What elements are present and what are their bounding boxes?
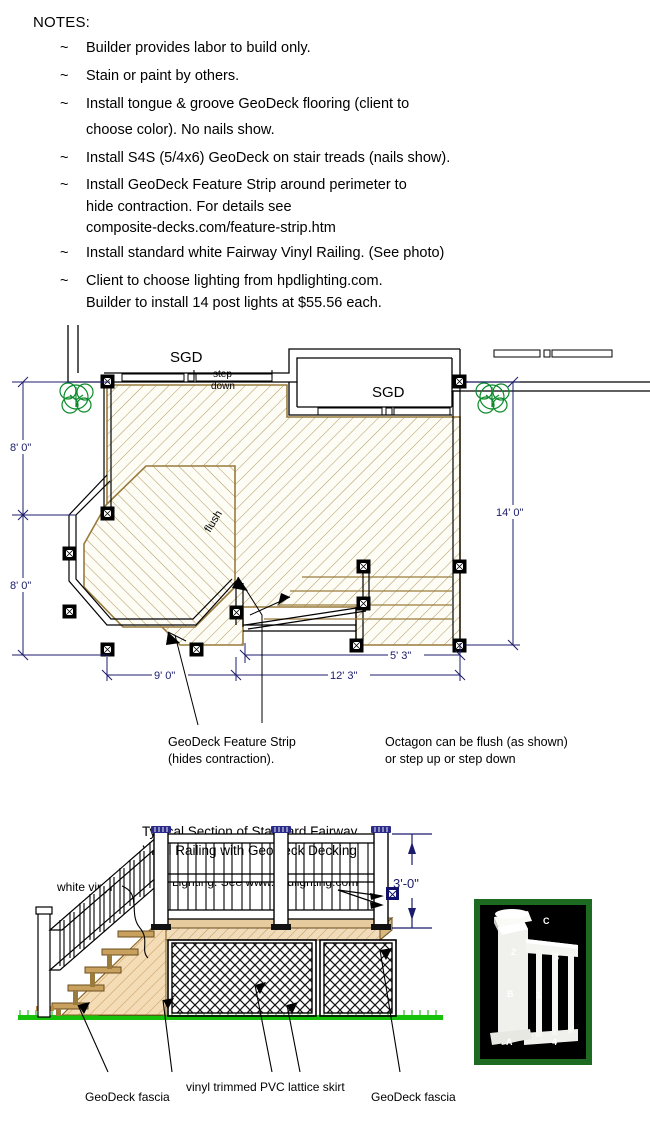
note-bullet: ~ [60, 273, 69, 289]
photo-background: C 2 3 B 1 A 4 [480, 905, 586, 1059]
bottom-caption-arrowheads [78, 948, 392, 1014]
photo-label-3: 3 [554, 952, 560, 962]
feature-strip-caption: GeoDeck Feature Strip (hides contraction… [168, 734, 296, 768]
dim-left-upper: 8' 0" [10, 442, 31, 454]
tree-symbol-left [59, 382, 94, 414]
window-right [493, 349, 613, 358]
feature-strip-caption-line2: (hides contraction). [168, 752, 275, 766]
railing-photo: C 2 3 B 1 A 4 [474, 899, 592, 1065]
section-svg: 3'-0" [18, 826, 443, 1073]
deck-plan-drawing: 8' 0" 8' 0" 14' 0" 9' 0" 12' 3" 5' 3" SG… [0, 325, 650, 780]
lighting-leader-arrows [370, 893, 384, 909]
dim-bottom-right: 12' 3" [330, 670, 358, 682]
down-label: down [211, 381, 235, 392]
note-bullet: ~ [60, 245, 69, 261]
photo-label-4: 4 [552, 1037, 558, 1047]
step-label: step [213, 369, 232, 380]
note-bullet: ~ [60, 177, 69, 193]
octagon-caption-line1: Octagon can be flush (as shown) [385, 735, 568, 749]
deck-railing [151, 826, 391, 930]
dim-stair: 5' 3" [390, 650, 411, 662]
note-continuation: hide contraction. For details see [86, 199, 292, 215]
note-continuation: choose color). No nails show. [86, 122, 275, 138]
note-bullet: ~ [60, 40, 69, 56]
tree-symbol-right [475, 382, 510, 414]
octagon-caption: Octagon can be flush (as shown) or step … [385, 734, 568, 768]
photo-label-2: 2 [511, 947, 517, 957]
bottom-caption-leaders [77, 949, 401, 1073]
railing-photo-svg [490, 909, 578, 1045]
dim-bottom-left: 9' 0" [154, 670, 175, 682]
plan-svg: 8' 0" 8' 0" 14' 0" 9' 0" 12' 3" 5' 3" SG… [8, 325, 650, 726]
sgd-label-right: SGD [372, 384, 405, 401]
note-text: Client to choose lighting from hpdlighti… [86, 273, 383, 289]
dim-right: 14' 0" [496, 507, 524, 519]
deck-octagon [83, 465, 236, 628]
note-text: Install standard white Fairway Vinyl Rai… [86, 245, 445, 261]
rail-height-text: 3'-0" [393, 876, 419, 891]
sliding-glass-door-left [121, 373, 273, 382]
note-text: Install GeoDeck Feature Strip around per… [86, 177, 407, 193]
dim-left-lower: 8' 0" [10, 580, 31, 592]
photo-label-C: C [543, 916, 550, 926]
sliding-glass-door-right [317, 407, 451, 416]
deck-balusters [169, 843, 377, 910]
note-bullet: ~ [60, 96, 69, 112]
dimension-lines [12, 376, 520, 681]
dimension-texts: 8' 0" 8' 0" 14' 0" 9' 0" 12' 3" 5' 3" [8, 440, 534, 682]
note-continuation: Builder to install 14 post lights at $55… [86, 295, 382, 311]
photo-label-B: B [507, 989, 514, 999]
note-bullet: ~ [60, 68, 69, 84]
post-bases [151, 924, 391, 930]
rail-height-arrows [408, 842, 416, 920]
note-text: Builder provides labor to build only. [86, 40, 311, 56]
feature-strip-caption-line1: GeoDeck Feature Strip [168, 735, 296, 749]
note-text: Install tongue & groove GeoDeck flooring… [86, 96, 410, 112]
octagon-caption-line2: or step up or step down [385, 752, 516, 766]
note-continuation-url: composite-decks.com/feature-strip.htm [86, 220, 336, 236]
geodeck-fascia-right-label: GeoDeck fascia [371, 1090, 456, 1104]
step-down-marker [193, 370, 273, 378]
lighting-symbol [386, 887, 399, 900]
note-text: Stain or paint by others. [86, 68, 240, 84]
lattice-skirt-label: vinyl trimmed PVC lattice skirt [186, 1080, 345, 1094]
sgd-label-left: SGD [170, 349, 203, 366]
post-cap-lights [151, 826, 391, 833]
photo-label-1: 1 [536, 990, 542, 1000]
white-vinyl-leader [121, 885, 149, 959]
notes-block: NOTES: ~ Builder provides labor to build… [0, 0, 650, 320]
railing-section-drawing: Typical Section of Standard Fairway Viny… [0, 810, 650, 1136]
post-cap-ribs [154, 827, 388, 832]
note-bullet: ~ [60, 150, 69, 166]
note-text: Install S4S (5/4x6) GeoDeck on stair tre… [86, 150, 451, 166]
stair-balusters [59, 842, 155, 966]
stair-treads [264, 576, 452, 620]
geodeck-fascia-left-label: GeoDeck fascia [85, 1090, 170, 1104]
photo-label-A: A [506, 1037, 513, 1047]
grass-line [18, 1015, 443, 1020]
caption-arrowheads [166, 577, 290, 645]
notes-title: NOTES: [33, 14, 91, 31]
